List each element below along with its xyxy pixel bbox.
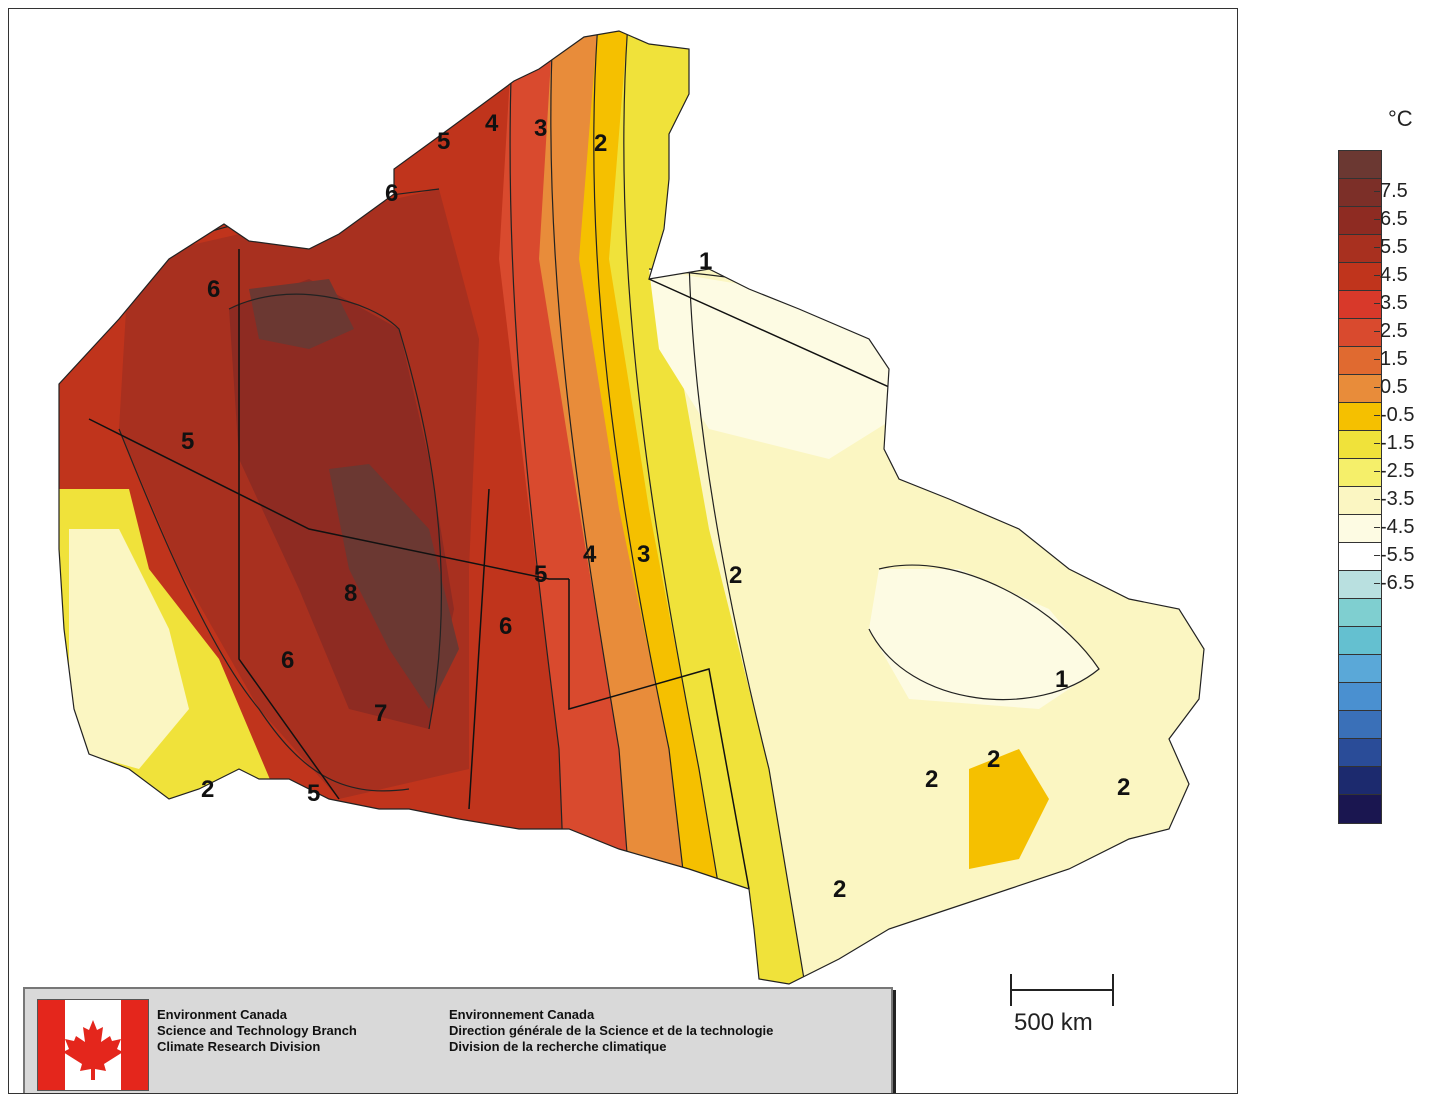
contour-label: 2 <box>987 746 1000 773</box>
credit-panel: Environment Canada Science and Technolog… <box>23 987 893 1093</box>
legend-swatch <box>1339 431 1381 459</box>
contour-label: 3 <box>637 541 650 568</box>
legend-tick-label: -0.5 <box>1373 404 1415 426</box>
legend-swatch <box>1339 291 1381 319</box>
legend-swatch <box>1339 683 1381 711</box>
contour-label: 1 <box>699 248 712 275</box>
zone-west-cool <box>69 529 189 769</box>
legend-tick-label: 1.5 <box>1374 348 1408 370</box>
legend-swatch <box>1339 599 1381 627</box>
contour-label: 6 <box>499 613 512 640</box>
contour-label: 5 <box>437 128 450 155</box>
legend-swatch <box>1339 627 1381 655</box>
contour-label: 2 <box>925 766 938 793</box>
credit-line: Division de la recherche climatique <box>449 1039 667 1054</box>
legend-swatch <box>1339 795 1381 823</box>
legend-tick-label: -4.5 <box>1373 516 1415 538</box>
legend-tick-label: 5.5 <box>1374 236 1408 258</box>
legend-swatch <box>1339 263 1381 291</box>
contour-label: 6 <box>207 276 220 303</box>
credit-line: Environnement Canada <box>449 1007 595 1022</box>
contour-label: 2 <box>729 562 742 589</box>
contour-label: 3 <box>534 115 547 142</box>
map-frame: 6 6 5 4 3 2 1 5 8 6 6 5 4 3 2 7 2 5 2 2 … <box>8 8 1238 1094</box>
legend-tick-label: -2.5 <box>1373 460 1415 482</box>
credit-line: Climate Research Division <box>157 1039 321 1054</box>
contour-label: 2 <box>594 130 607 157</box>
legend-swatch <box>1339 515 1381 543</box>
legend-swatch <box>1339 711 1381 739</box>
legend-color-bar <box>1338 150 1382 824</box>
legend-swatch <box>1339 235 1381 263</box>
credit-line: Environment Canada <box>157 1007 288 1022</box>
zone-maritime-warm <box>969 749 1049 869</box>
credit-english: Environment Canada Science and Technolog… <box>157 1007 357 1055</box>
credit-french: Environnement Canada Direction générale … <box>449 1007 773 1055</box>
temperature-field <box>59 31 1204 984</box>
legend-tick-label: -1.5 <box>1373 432 1415 454</box>
boundaries <box>88 249 1050 890</box>
legend-tick-label: 3.5 <box>1374 292 1408 314</box>
legend-tick-label: 0.5 <box>1374 376 1408 398</box>
legend-unit: °C <box>1388 106 1413 131</box>
legend-swatch <box>1339 487 1381 515</box>
legend-swatch <box>1339 459 1381 487</box>
temperature-map: 6 6 5 4 3 2 1 5 8 6 6 5 4 3 2 7 2 5 2 2 … <box>58 30 1205 985</box>
scale-bar-label: 500 km <box>1014 1009 1093 1036</box>
contour-label: 5 <box>181 428 194 455</box>
legend-swatch <box>1339 571 1381 599</box>
contour-label: 2 <box>201 776 214 803</box>
contour-label: 2 <box>1117 774 1130 801</box>
zone-east-cool <box>869 569 1099 709</box>
contour-label: 4 <box>485 110 499 137</box>
contour-label: 6 <box>385 180 398 207</box>
contour-labels: 6 6 5 4 3 2 1 5 8 6 6 5 4 3 2 7 2 5 2 2 … <box>181 110 1130 903</box>
legend-tick-label: 7.5 <box>1374 180 1408 202</box>
legend-swatch <box>1339 655 1381 683</box>
legend-tick-label: 2.5 <box>1374 320 1408 342</box>
legend-swatch <box>1339 207 1381 235</box>
coastline <box>58 30 1205 985</box>
legend-tick-label: -5.5 <box>1373 544 1415 566</box>
legend-swatch <box>1339 767 1381 795</box>
legend-tick-label: -3.5 <box>1373 488 1415 510</box>
zone-8-central <box>329 464 459 709</box>
contour-label: 7 <box>374 700 387 727</box>
legend-swatch <box>1339 403 1381 431</box>
legend-swatch <box>1339 319 1381 347</box>
credit-line: Direction générale de la Science et de l… <box>449 1023 774 1038</box>
contour-label: 8 <box>344 580 357 607</box>
legend-tick-label: 4.5 <box>1374 264 1408 286</box>
legend-swatch <box>1339 543 1381 571</box>
credit-line: Science and Technology Branch <box>157 1023 357 1038</box>
isotherms <box>118 31 1100 984</box>
legend-swatch <box>1339 179 1381 207</box>
contour-label: 4 <box>583 541 597 568</box>
legend-swatch <box>1339 739 1381 767</box>
scale-bar <box>1010 974 1114 1006</box>
legend-tick-label: 6.5 <box>1374 208 1408 230</box>
contour-label: 6 <box>281 647 294 674</box>
legend-swatch <box>1339 347 1381 375</box>
legend-swatch <box>1339 375 1381 403</box>
contour-label: 1 <box>1055 666 1068 693</box>
contour-label: 5 <box>534 561 547 588</box>
legend-tick-label: -6.5 <box>1373 572 1415 594</box>
canada-flag-icon <box>37 999 149 1091</box>
color-legend: °C 7.5 6.5 5.5 4.5 3.5 2.5 1.5 0.5 -0.5 -1.5 -2.5 -… <box>1330 106 1448 1006</box>
contour-label: 2 <box>833 876 846 903</box>
legend-swatch <box>1339 151 1381 179</box>
contour-label: 5 <box>307 780 320 807</box>
